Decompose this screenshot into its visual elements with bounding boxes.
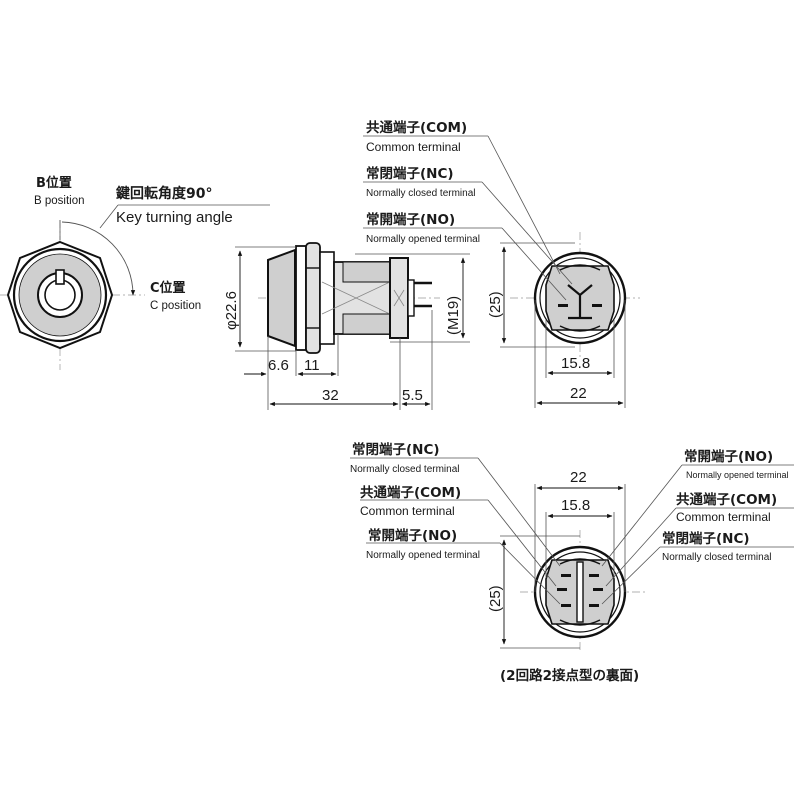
nut-dim: 11: [304, 357, 320, 374]
c-position-jp: C位置: [150, 280, 186, 296]
rv2-right-com-jp: 共通端子(COM): [676, 491, 777, 508]
rv1-no-en: Normally opened terminal: [366, 234, 480, 245]
rv2-right-no-en: Normally opened terminal: [686, 470, 789, 480]
key-angle-en: Key turning angle: [116, 209, 233, 226]
c-position-en: C position: [150, 300, 201, 312]
rv2-left-com-en: Common terminal: [360, 504, 455, 518]
rv2-right-no-jp: 常開端子(NO): [684, 448, 773, 465]
b-position-jp: B位置: [36, 175, 72, 191]
rv2-left-no-jp: 常開端子(NO): [368, 527, 457, 544]
key-slot: [55, 269, 65, 285]
rv1-outer-width: 22: [570, 385, 587, 402]
rv2-left-com-jp: 共通端子(COM): [360, 484, 461, 501]
rv2-right-nc-en: Normally closed terminal: [662, 552, 771, 563]
rear-view-1: [363, 135, 640, 408]
rv2-caption: (2回路2接点型の裏面): [500, 667, 639, 684]
hex-nut-profile: [305, 242, 321, 354]
rv2-right-com-en: Common terminal: [676, 510, 771, 524]
rv1-com-jp: 共通端子(COM): [366, 119, 467, 136]
b-position-en: B position: [34, 195, 85, 207]
side-view: [235, 242, 470, 410]
rv1-com-en: Common terminal: [366, 140, 461, 154]
rv2-right-nc-jp: 常閉端子(NC): [662, 530, 750, 547]
rv1-height-dim: (25): [487, 291, 504, 318]
key-turn-arc: [61, 221, 136, 296]
rv2-outer-width: 22: [570, 469, 587, 486]
rv2-left-nc-en: Normally closed terminal: [350, 464, 459, 475]
rv2-inner-width: 15.8: [561, 497, 590, 514]
rv1-inner-width: 15.8: [561, 355, 590, 372]
body-length-dim: 32: [322, 387, 339, 404]
rv2-height-dim: (25): [487, 585, 504, 612]
rv1-nc-jp: 常閉端子(NC): [366, 165, 454, 182]
terminal-dim: 5.5: [402, 387, 423, 404]
key-face-view: [0, 204, 270, 370]
diameter-dim: φ22.6: [223, 291, 240, 330]
rv1-nc-en: Normally closed terminal: [366, 188, 475, 199]
rv2-left-nc-jp: 常閉端子(NC): [352, 441, 440, 458]
bezel-profile: [267, 248, 296, 348]
rear-view-2: [350, 457, 794, 650]
y-contact: [567, 284, 593, 320]
flange-dim: 6.6: [268, 357, 289, 374]
rv1-no-jp: 常開端子(NO): [366, 211, 455, 228]
key-angle-jp: 鍵回転角度90°: [116, 185, 212, 202]
thread-dim: (M19): [445, 296, 462, 335]
rv2-left-no-en: Normally opened terminal: [366, 550, 480, 561]
center-bar: [576, 561, 584, 623]
